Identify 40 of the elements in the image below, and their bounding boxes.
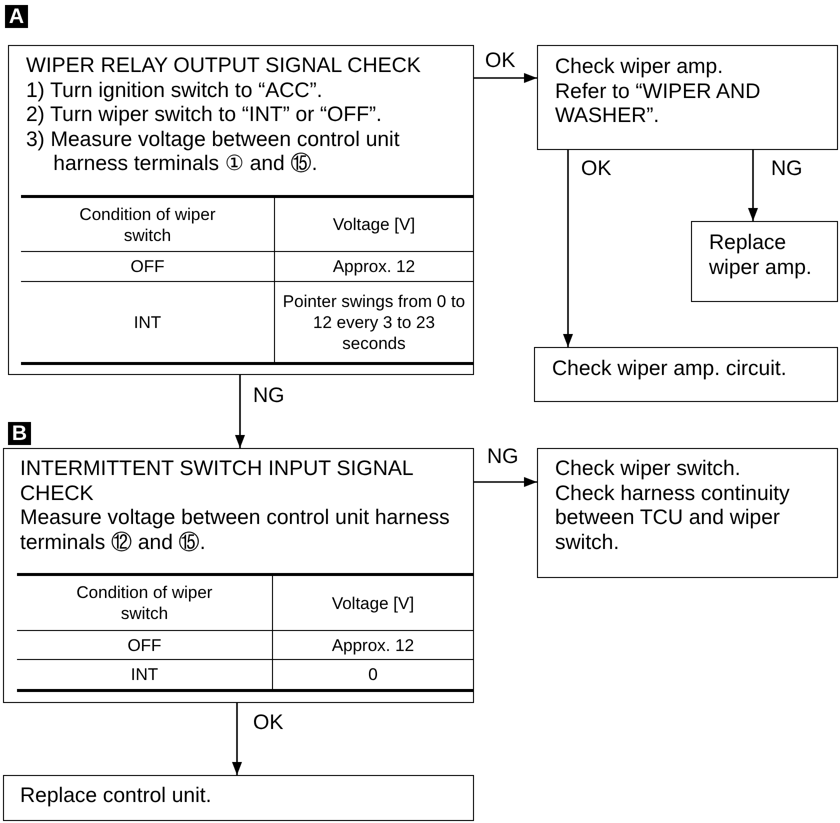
step-box <box>3 775 474 821</box>
step-box <box>691 221 838 302</box>
box-text: Measure voltage between control unit harness terminals ⑫ and ⑮. <box>20 506 451 555</box>
table-cell: 0 <box>272 660 473 690</box>
arrow <box>474 73 537 83</box>
box-text: Refer to “WIPER AND WASHER”. <box>555 80 762 128</box>
box-text: Replace wiper amp. <box>709 231 813 280</box>
box-text: INTERMITTENT SWITCH INPUT SIGNAL CHECK <box>20 457 414 506</box>
box-text: Check wiper amp. circuit. <box>552 357 788 382</box>
table-cell: INT <box>21 282 274 364</box>
arrow <box>474 477 537 487</box>
step-box <box>8 45 474 375</box>
box-text: 2) Turn wiper switch to “INT” or “OFF”. <box>26 103 383 128</box>
box-text: WIPER RELAY OUTPUT SIGNAL CHECK <box>26 54 422 78</box>
box-text: 1) Turn ignition switch to “ACC”. <box>26 78 324 103</box>
table-cell: Pointer swings from 0 to 12 every 3 to 23 seconds <box>274 282 473 364</box>
section-marker: A <box>5 5 28 28</box>
table-cell: Approx. 12 <box>272 630 473 660</box>
arrow <box>235 375 245 448</box>
table-cell: Condition of wiper switch <box>21 196 274 252</box>
table-cell: Condition of wiper switch <box>17 574 272 630</box>
arrow <box>748 150 758 221</box>
box-text: Check wiper amp. <box>555 55 724 80</box>
box-text: 3) Measure voltage between control unit harness terminals ① and ⑮. <box>26 128 401 176</box>
table-cell: Voltage [V] <box>272 574 473 630</box>
arrow <box>232 703 242 775</box>
step-box <box>537 448 838 578</box>
table-cell: OFF <box>17 630 272 660</box>
section-marker: B <box>8 422 31 445</box>
table-cell: Voltage [V] <box>274 196 473 252</box>
step-box <box>534 347 838 402</box>
table-cell: INT <box>17 660 272 690</box>
table-cell: OFF <box>21 252 274 282</box>
box-text: Check harness continuity between TCU and wiper switch. <box>555 482 791 555</box>
step-box <box>3 448 474 703</box>
box-text: Replace control unit. <box>20 784 212 808</box>
box-text: Check wiper switch. <box>555 457 742 482</box>
table-cell: Approx. 12 <box>274 252 473 282</box>
arrow <box>563 150 573 347</box>
step-box <box>537 45 838 150</box>
